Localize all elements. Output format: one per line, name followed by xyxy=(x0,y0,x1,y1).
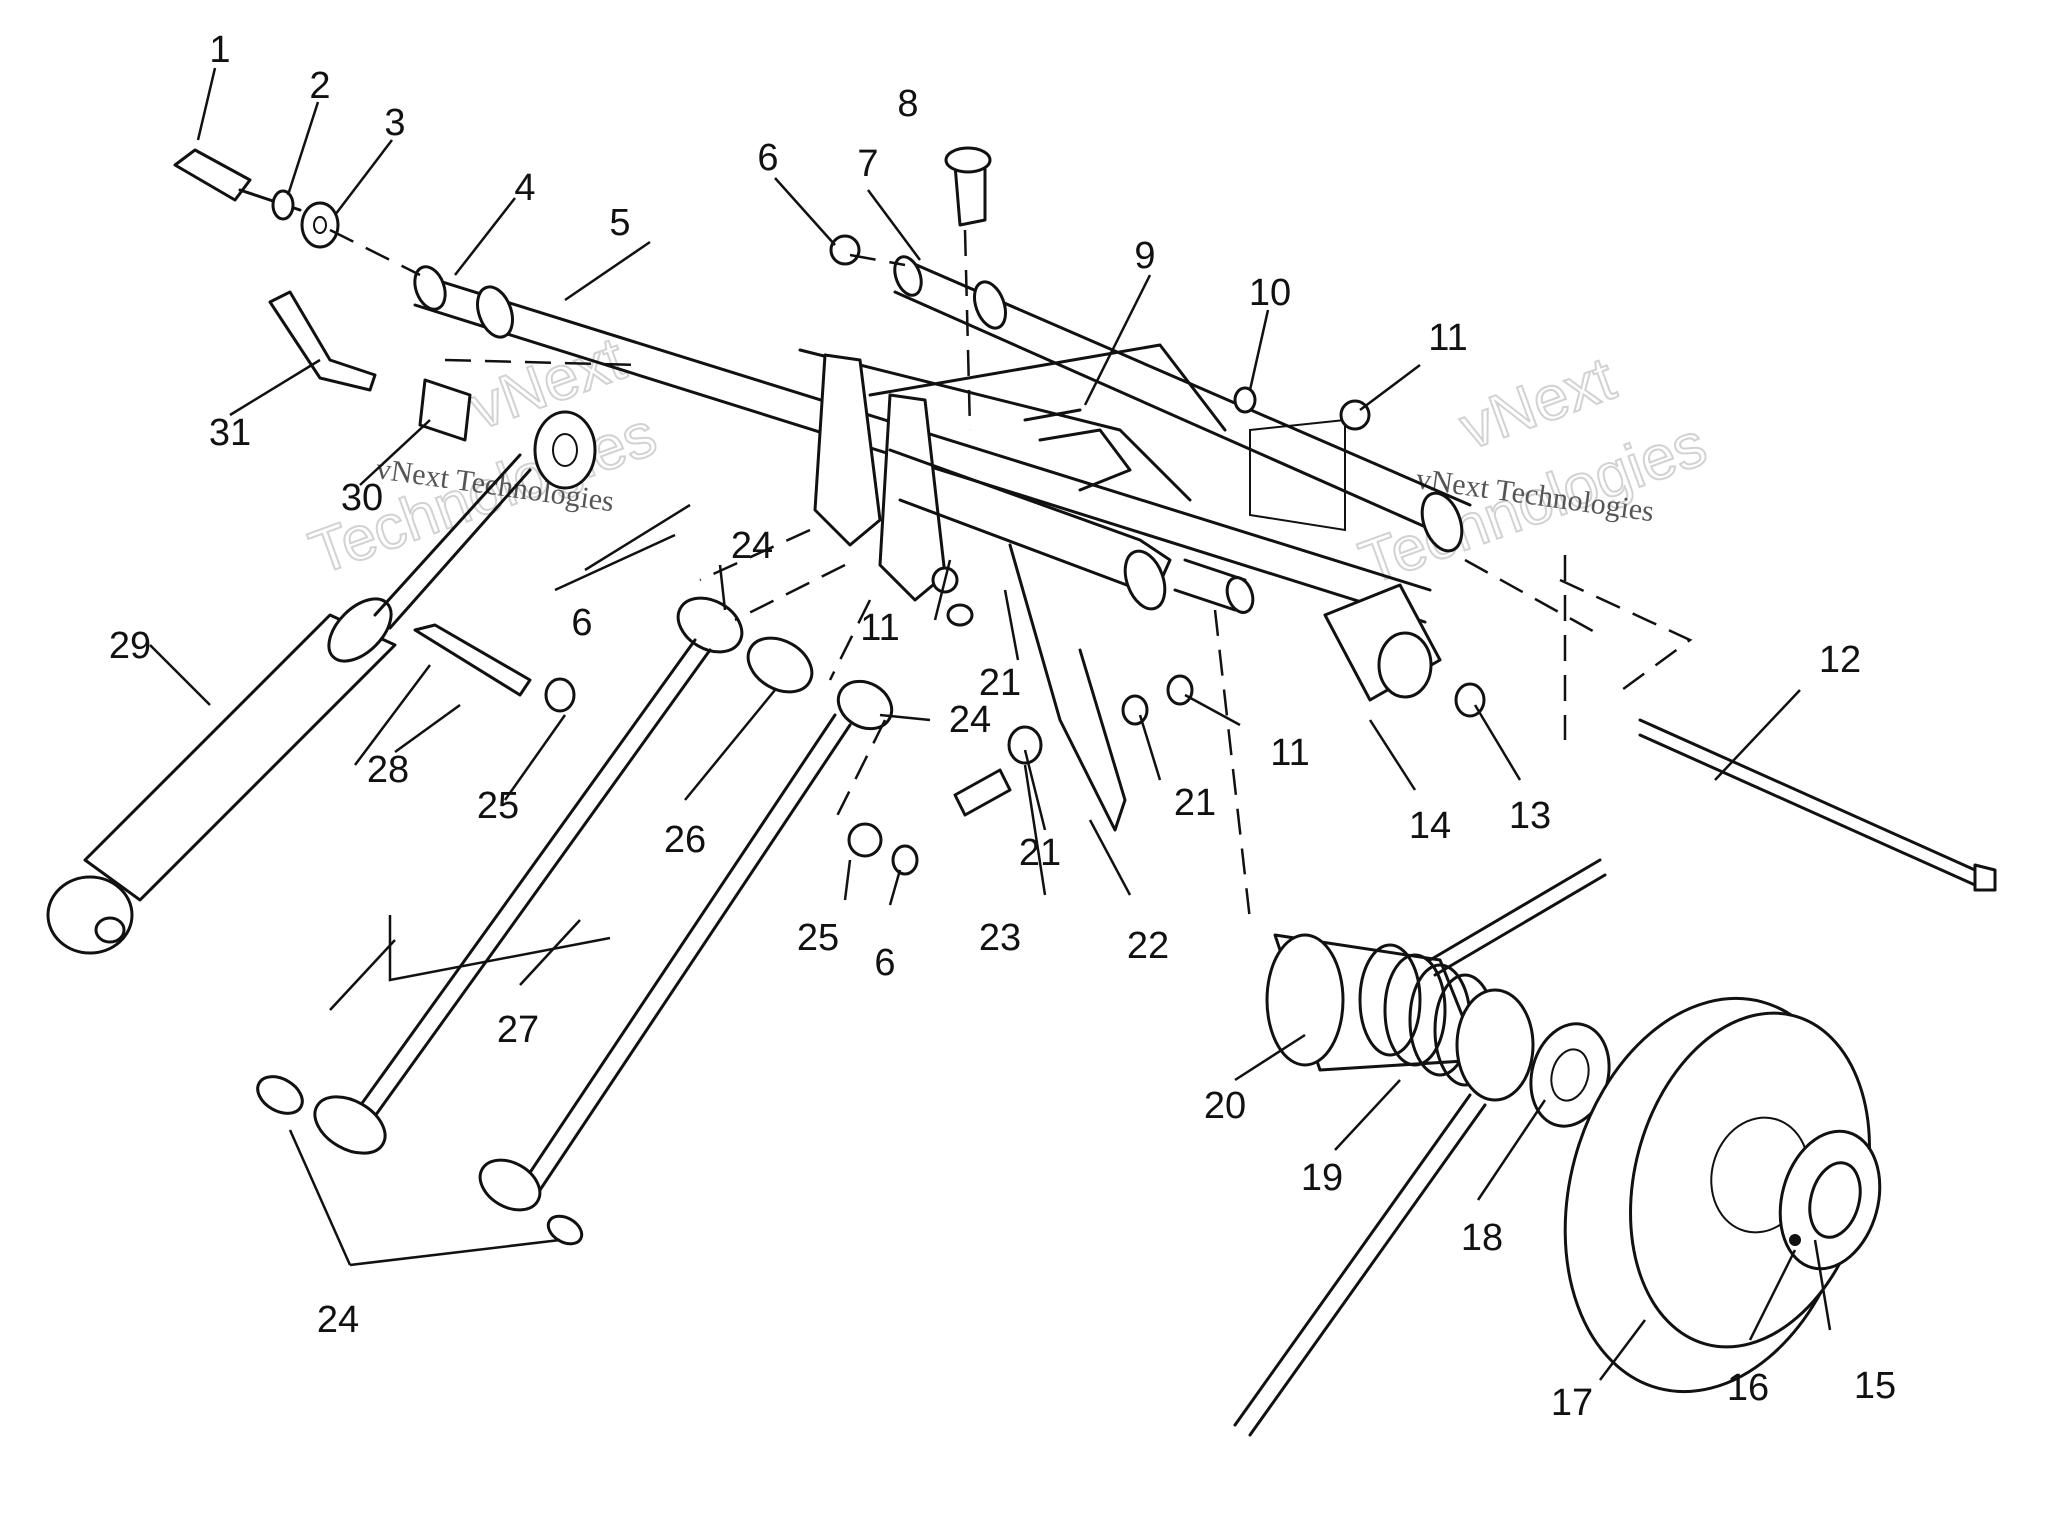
callout-6: 6 xyxy=(571,602,592,644)
callout-21: 21 xyxy=(1174,782,1216,824)
hardware xyxy=(173,146,1997,892)
callout-27: 27 xyxy=(497,1009,539,1051)
callout-8: 8 xyxy=(897,83,918,125)
callout-25: 25 xyxy=(797,917,839,959)
callout-18: 18 xyxy=(1461,1217,1503,1259)
callout-9: 9 xyxy=(1134,235,1155,277)
shock-absorber xyxy=(46,453,532,955)
callout-14: 14 xyxy=(1409,805,1451,847)
pulley-assembly xyxy=(1529,996,1882,1394)
assembly-lines xyxy=(329,228,1693,921)
callout-26: 26 xyxy=(664,819,706,861)
set-screw-icon xyxy=(1789,1234,1801,1246)
watermark-right: vNext Technologies vNext Technologies xyxy=(1350,343,1716,599)
callout-21: 21 xyxy=(1019,832,1061,874)
callout-28: 28 xyxy=(367,749,409,791)
torsion-spring xyxy=(1233,858,1607,1437)
callout-25: 25 xyxy=(477,785,519,827)
callout-15: 15 xyxy=(1854,1365,1896,1407)
linkage-rods xyxy=(256,596,919,1246)
callout-30: 30 xyxy=(341,477,383,519)
callout-16: 16 xyxy=(1727,1367,1769,1409)
callout-1: 1 xyxy=(209,29,230,71)
callout-11: 11 xyxy=(1428,317,1467,359)
callout-7: 7 xyxy=(857,143,878,185)
callout-24: 24 xyxy=(949,699,991,741)
callout-20: 20 xyxy=(1204,1085,1246,1127)
callout-17: 17 xyxy=(1551,1382,1593,1424)
callout-11: 11 xyxy=(1270,732,1309,774)
callout-22: 22 xyxy=(1127,925,1169,967)
callout-13: 13 xyxy=(1509,795,1551,837)
callout-12: 12 xyxy=(1819,639,1861,681)
callout-24: 24 xyxy=(317,1299,359,1341)
callout-6: 6 xyxy=(757,137,778,179)
callout-labels: 1 2 3 4 5 6 7 8 9 10 11 12 13 14 15 16 1… xyxy=(109,29,1896,1424)
callout-19: 19 xyxy=(1301,1157,1343,1199)
callout-31: 31 xyxy=(209,412,251,454)
center-frame-bracket xyxy=(798,343,1346,832)
callout-24: 24 xyxy=(731,525,773,567)
callout-3: 3 xyxy=(384,102,405,144)
callout-4: 4 xyxy=(514,167,535,209)
callout-6: 6 xyxy=(874,942,895,984)
leader-lines xyxy=(149,67,1832,1381)
callout-11: 11 xyxy=(860,607,899,649)
callout-23: 23 xyxy=(979,917,1021,959)
callout-2: 2 xyxy=(309,65,330,107)
callout-5: 5 xyxy=(609,202,630,244)
callout-10: 10 xyxy=(1249,272,1291,314)
callout-29: 29 xyxy=(109,625,151,667)
callout-21: 21 xyxy=(979,662,1021,704)
